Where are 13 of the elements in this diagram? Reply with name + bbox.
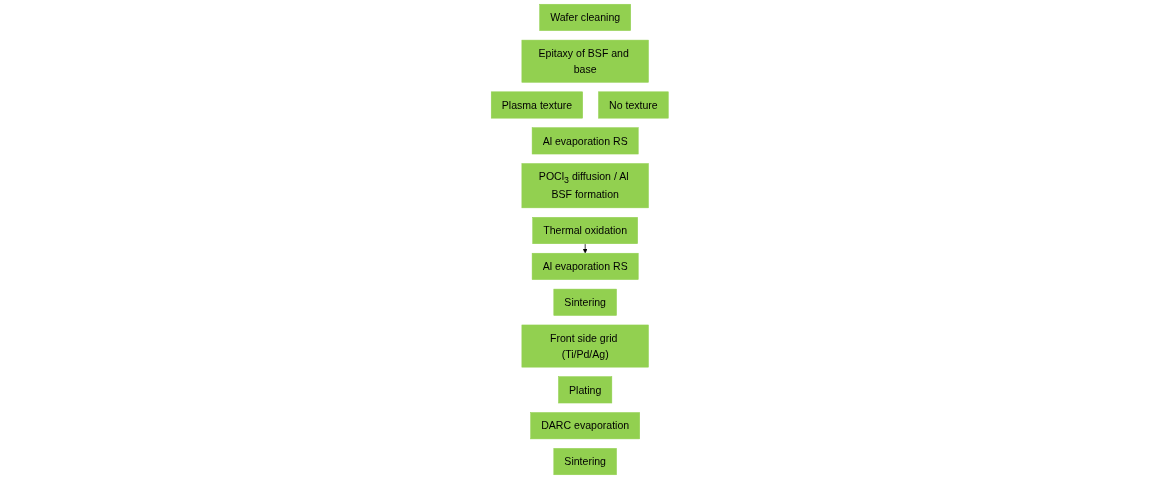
- node-box: Front side grid (Ti/Pd/Ag): [521, 324, 649, 368]
- node-box: POCl$_{3}$ diffusion / Al BSF formation: [521, 163, 649, 209]
- node-box: Plating: [557, 376, 612, 404]
- node-box: Sintering: [553, 288, 617, 316]
- node-box: Sintering: [553, 448, 617, 476]
- node-box: Plasma texture: [490, 91, 583, 119]
- node-box: DARC evaporation: [530, 412, 640, 440]
- node-box: Wafer cleaning: [539, 3, 631, 31]
- node-box: No texture: [598, 91, 669, 119]
- node-box: Al evaporation RS: [531, 252, 639, 280]
- node-box: Thermal oxidation: [532, 217, 638, 244]
- node-box: Epitaxy of BSF and base: [521, 39, 649, 83]
- node-box: Al evaporation RS: [531, 127, 639, 155]
